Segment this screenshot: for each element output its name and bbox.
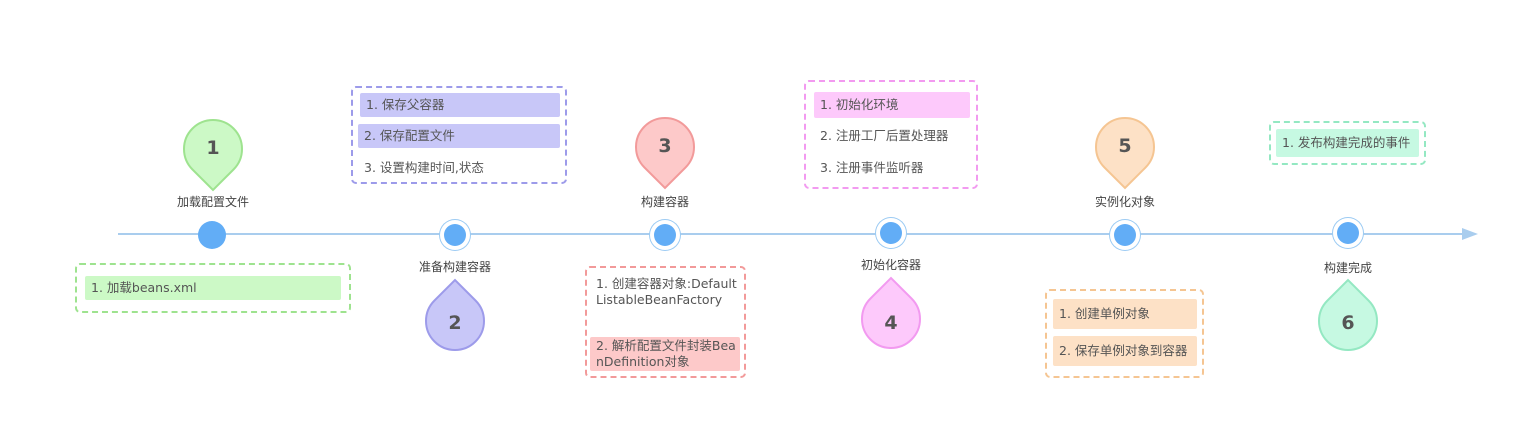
timeline-node-3 (654, 224, 676, 246)
step-3-detail-2: 2. 解析配置文件封装BeanDefinition对象 (590, 337, 740, 371)
step-4-detail-3: 3. 注册事件监听器 (820, 160, 924, 175)
step-5-label: 实例化对象 (1094, 195, 1155, 209)
step-1-detail-1: 1. 加载beans.xml (85, 276, 341, 300)
timeline-node-1 (198, 221, 226, 249)
step-6-label: 构建完成 (1323, 261, 1372, 275)
step-5-detail-2: 2. 保存单例对象到容器 (1053, 336, 1197, 366)
step-3-number: 3 (658, 135, 672, 157)
step-6-detail-box: 1. 发布构建完成的事件 (1269, 121, 1426, 165)
timeline-node-2 (444, 224, 466, 246)
step-1-detail-box: 1. 加载beans.xml (75, 263, 351, 313)
step-3-label: 构建容器 (640, 195, 689, 209)
timeline-node-4 (880, 222, 902, 244)
step-2-detail-3: 3. 设置构建时间,状态 (364, 160, 484, 175)
step-3-detail-box: 1. 创建容器对象:DefaultListableBeanFactory 2. … (585, 266, 746, 378)
step-2-detail-2: 2. 保存配置文件 (358, 124, 560, 148)
step-5-detail-1: 1. 创建单例对象 (1053, 299, 1197, 329)
step-4-label: 初始化容器 (860, 258, 921, 272)
step-1-label: 加载配置文件 (176, 195, 249, 209)
step-2-number: 2 (448, 312, 462, 334)
step-4-number: 4 (884, 312, 898, 334)
step-4-detail-2: 2. 注册工厂后置处理器 (820, 128, 949, 143)
timeline-node-5 (1114, 224, 1136, 246)
step-1-number: 1 (206, 137, 220, 159)
step-2-label: 准备构建容器 (418, 260, 491, 274)
step-4-detail-1: 1. 初始化环境 (814, 92, 970, 118)
step-4-detail-box: 1. 初始化环境 2. 注册工厂后置处理器 3. 注册事件监听器 (804, 80, 978, 189)
timeline-node-6 (1337, 222, 1359, 244)
step-3-detail-1: 1. 创建容器对象:DefaultListableBeanFactory (596, 276, 737, 307)
step-2-detail-1: 1. 保存父容器 (360, 93, 560, 117)
step-5-number: 5 (1118, 135, 1132, 157)
step-6-number: 6 (1341, 312, 1355, 334)
step-2-detail-box: 1. 保存父容器 2. 保存配置文件 3. 设置构建时间,状态 (351, 86, 567, 184)
step-6-detail-1: 1. 发布构建完成的事件 (1276, 129, 1419, 157)
timeline-axis (118, 233, 1466, 235)
timeline-arrowhead (1462, 228, 1478, 240)
step-5-detail-box: 1. 创建单例对象 2. 保存单例对象到容器 (1045, 289, 1204, 378)
